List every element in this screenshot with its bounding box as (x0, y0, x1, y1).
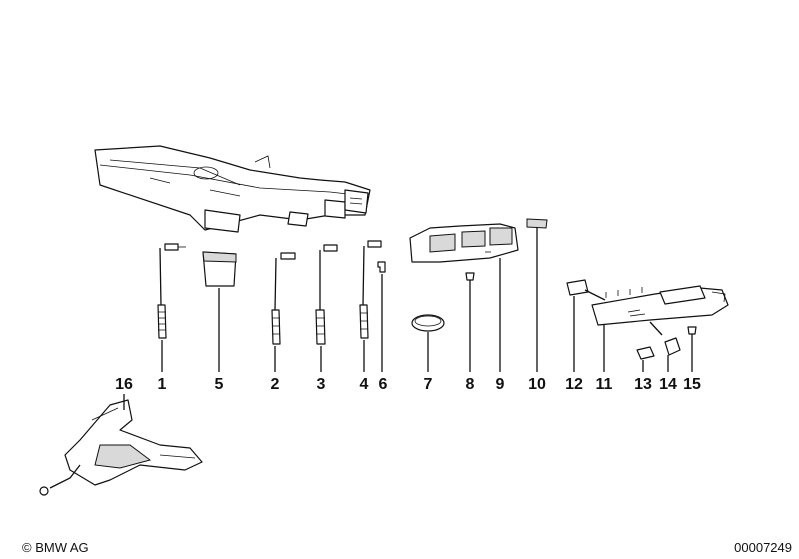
part-1-cable (157, 243, 186, 339)
part-3-cable (315, 244, 338, 345)
part-16-carrier (39, 399, 203, 496)
callout-3: 3 (317, 376, 326, 393)
callout-16: 16 (115, 376, 133, 393)
part-9-panel (409, 223, 519, 263)
callout-15: 15 (683, 376, 701, 393)
part-13-grommet (636, 321, 663, 360)
part-2-cable (271, 252, 296, 345)
part-14-plug (664, 337, 681, 356)
copyright-text: © BMW AG (22, 540, 89, 555)
callout-2: 2 (271, 376, 280, 393)
part-15-screw (687, 326, 697, 348)
callout-labels: 16 1 5 2 3 4 6 7 8 9 10 12 11 13 14 15 (115, 376, 701, 393)
callout-1: 1 (158, 376, 167, 393)
part-10-pad (526, 218, 548, 229)
leader-lines (123, 228, 693, 410)
part-11-switch (591, 285, 729, 326)
part-8-screw (465, 272, 475, 293)
callout-13: 13 (634, 376, 652, 393)
callout-5: 5 (215, 376, 224, 393)
callout-8: 8 (466, 376, 475, 393)
part-12-connector (566, 279, 606, 301)
callout-9: 9 (496, 376, 505, 393)
part-5-cover (202, 251, 237, 287)
part-6-clip (377, 261, 386, 273)
callout-6: 6 (379, 376, 388, 393)
callout-4: 4 (360, 376, 369, 393)
callout-7: 7 (424, 376, 433, 393)
callout-12: 12 (565, 376, 583, 393)
part-4-cable (359, 240, 382, 339)
callout-14: 14 (659, 376, 677, 393)
callout-10: 10 (528, 376, 546, 393)
callout-11: 11 (596, 376, 613, 393)
part-7-ring (411, 314, 445, 332)
console-housing (94, 145, 371, 233)
diagram-number: 00007249 (734, 540, 792, 555)
